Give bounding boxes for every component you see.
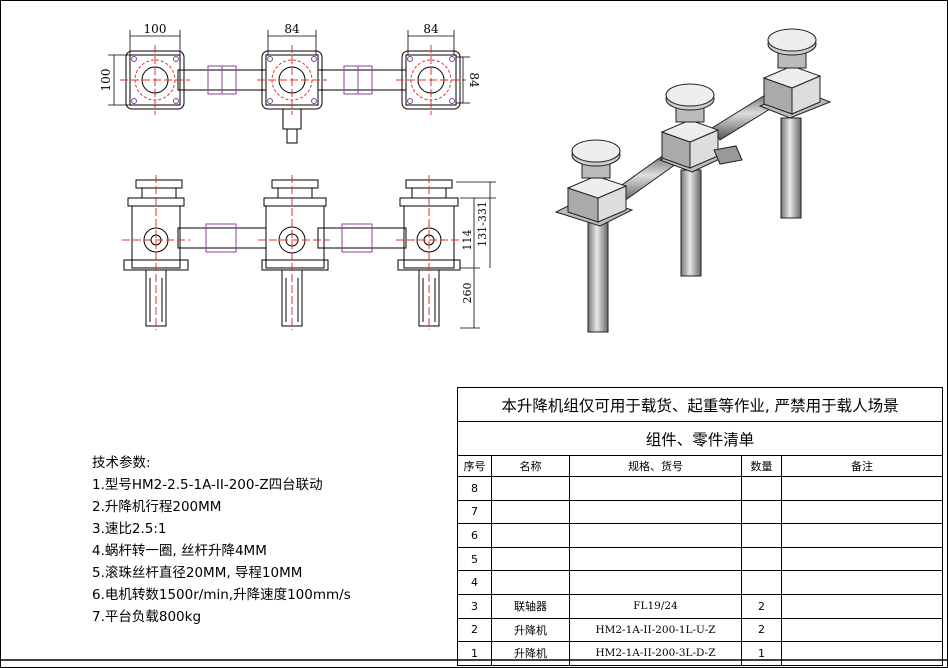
table-row: 5 — [457, 546, 943, 572]
row-note — [781, 570, 943, 595]
header-spec: 规格、货号 — [569, 455, 742, 477]
row-name — [491, 476, 570, 501]
top-view — [108, 30, 470, 144]
dim-screw-length: 260 — [461, 283, 474, 304]
table-header-row: 序号 名称 规格、货号 数量 备注 — [457, 455, 943, 477]
table-row: 4 — [457, 570, 943, 595]
row-note — [781, 523, 943, 548]
top-view-dimension-lines — [108, 30, 470, 106]
row-spec: FL19/24 — [569, 593, 742, 619]
row-no: 2 — [457, 617, 492, 643]
row-qty — [741, 570, 782, 595]
row-name — [491, 546, 570, 572]
row-qty: 2 — [741, 593, 782, 619]
front-view-dimension-lines — [456, 181, 496, 329]
row-spec — [569, 476, 742, 501]
tech-param-item: 6.电机转数1500r/min,升降速度100mm/s — [92, 587, 351, 603]
tech-params-title: 技术参数: — [92, 455, 151, 471]
header-name: 名称 — [491, 455, 570, 477]
row-no: 3 — [457, 593, 492, 619]
dim-top-mid-width: 84 — [284, 22, 300, 36]
tech-param-item: 3.速比2.5:1 — [92, 521, 167, 537]
row-no: 7 — [457, 499, 492, 525]
warning-row: 本升降机组仅可用于载货、起重等作业, 严禁用于载人场景 — [457, 387, 943, 422]
row-qty: 1 — [741, 641, 782, 666]
top-view-unit-right — [396, 45, 466, 115]
iso-screw-tube-left — [587, 219, 609, 333]
row-name: 升降机 — [491, 641, 570, 666]
row-spec — [569, 546, 742, 572]
front-view — [122, 175, 496, 330]
table-row: 8 — [457, 476, 943, 501]
table-row: 7 — [457, 499, 943, 525]
tech-param-item: 5.滚珠丝杆直径20MM, 导程10MM — [92, 565, 303, 581]
table-row: 3 联轴器 FL19/24 2 — [457, 593, 943, 619]
row-no: 1 — [457, 641, 492, 666]
row-note — [781, 546, 943, 572]
front-view-unit-left — [122, 175, 190, 330]
iso-unit-mid — [658, 83, 743, 173]
tech-param-item: 1.型号HM2-2.5-1A-II-200-Z四台联动 — [92, 477, 323, 493]
row-name — [491, 523, 570, 548]
row-note — [781, 617, 943, 643]
front-view-unit-right — [396, 175, 464, 330]
table-row: 6 — [457, 523, 943, 548]
row-qty: 2 — [741, 617, 782, 643]
front-view-unit-mid — [258, 175, 330, 330]
table-row: 1 升降机 HM2-1A-II-200-3L-D-Z 1 — [457, 641, 943, 666]
header-no: 序号 — [457, 455, 492, 477]
tech-params: 技术参数: 1.型号HM2-2.5-1A-II-200-Z四台联动 2.升降机行… — [92, 452, 351, 628]
header-note: 备注 — [781, 455, 943, 477]
row-no: 8 — [457, 476, 492, 501]
row-name: 联轴器 — [491, 593, 570, 619]
dim-body-height: 114 — [461, 230, 474, 251]
row-name — [491, 499, 570, 525]
iso-unit-right — [758, 28, 832, 119]
parts-list-table: 本升降机组仅可用于载货、起重等作业, 严禁用于载人场景 组件、零件清单 序号 名… — [457, 387, 943, 666]
dim-stroke-range: 131-331 — [476, 201, 489, 247]
row-qty — [741, 546, 782, 572]
row-spec — [569, 499, 742, 525]
row-spec — [569, 523, 742, 548]
row-note — [781, 476, 943, 501]
row-qty — [741, 476, 782, 501]
row-qty — [741, 523, 782, 548]
row-qty — [741, 499, 782, 525]
row-spec: HM2-1A-II-200-3L-D-Z — [569, 641, 742, 666]
dim-top-right-width: 84 — [423, 22, 439, 36]
tech-param-item: 4.蜗杆转一圈, 丝杆升降4MM — [92, 543, 267, 559]
row-spec — [569, 570, 742, 595]
iso-unit-left — [554, 139, 634, 227]
top-view-unit-mid — [257, 45, 327, 144]
table-row: 2 升降机 HM2-1A-II-200-1L-U-Z 2 — [457, 617, 943, 643]
iso-screw-tube-right — [780, 117, 802, 219]
row-note — [781, 641, 943, 666]
row-no: 5 — [457, 546, 492, 572]
top-view-shaft — [177, 65, 407, 95]
dim-top-right-height: 84 — [467, 72, 481, 88]
row-name: 升降机 — [491, 617, 570, 643]
subtitle-row: 组件、零件清单 — [457, 421, 943, 456]
isometric-view — [554, 28, 832, 333]
tech-param-item: 7.平台负载800kg — [92, 609, 202, 625]
front-view-shaft — [177, 223, 407, 253]
iso-screw-tube-mid — [680, 169, 702, 277]
row-name — [491, 570, 570, 595]
tech-param-item: 2.升降机行程200MM — [92, 499, 222, 515]
row-spec: HM2-1A-II-200-1L-U-Z — [569, 617, 742, 643]
dim-top-left-width: 100 — [144, 22, 167, 36]
dim-top-left-height: 100 — [99, 69, 113, 92]
row-no: 4 — [457, 570, 492, 595]
safety-warning: 本升降机组仅可用于载货、起重等作业, 严禁用于载人场景 — [457, 387, 943, 422]
header-qty: 数量 — [741, 455, 782, 477]
row-note — [781, 593, 943, 619]
top-view-unit-left — [120, 45, 190, 115]
row-no: 6 — [457, 523, 492, 548]
row-note — [781, 499, 943, 525]
table-subtitle: 组件、零件清单 — [457, 421, 943, 456]
